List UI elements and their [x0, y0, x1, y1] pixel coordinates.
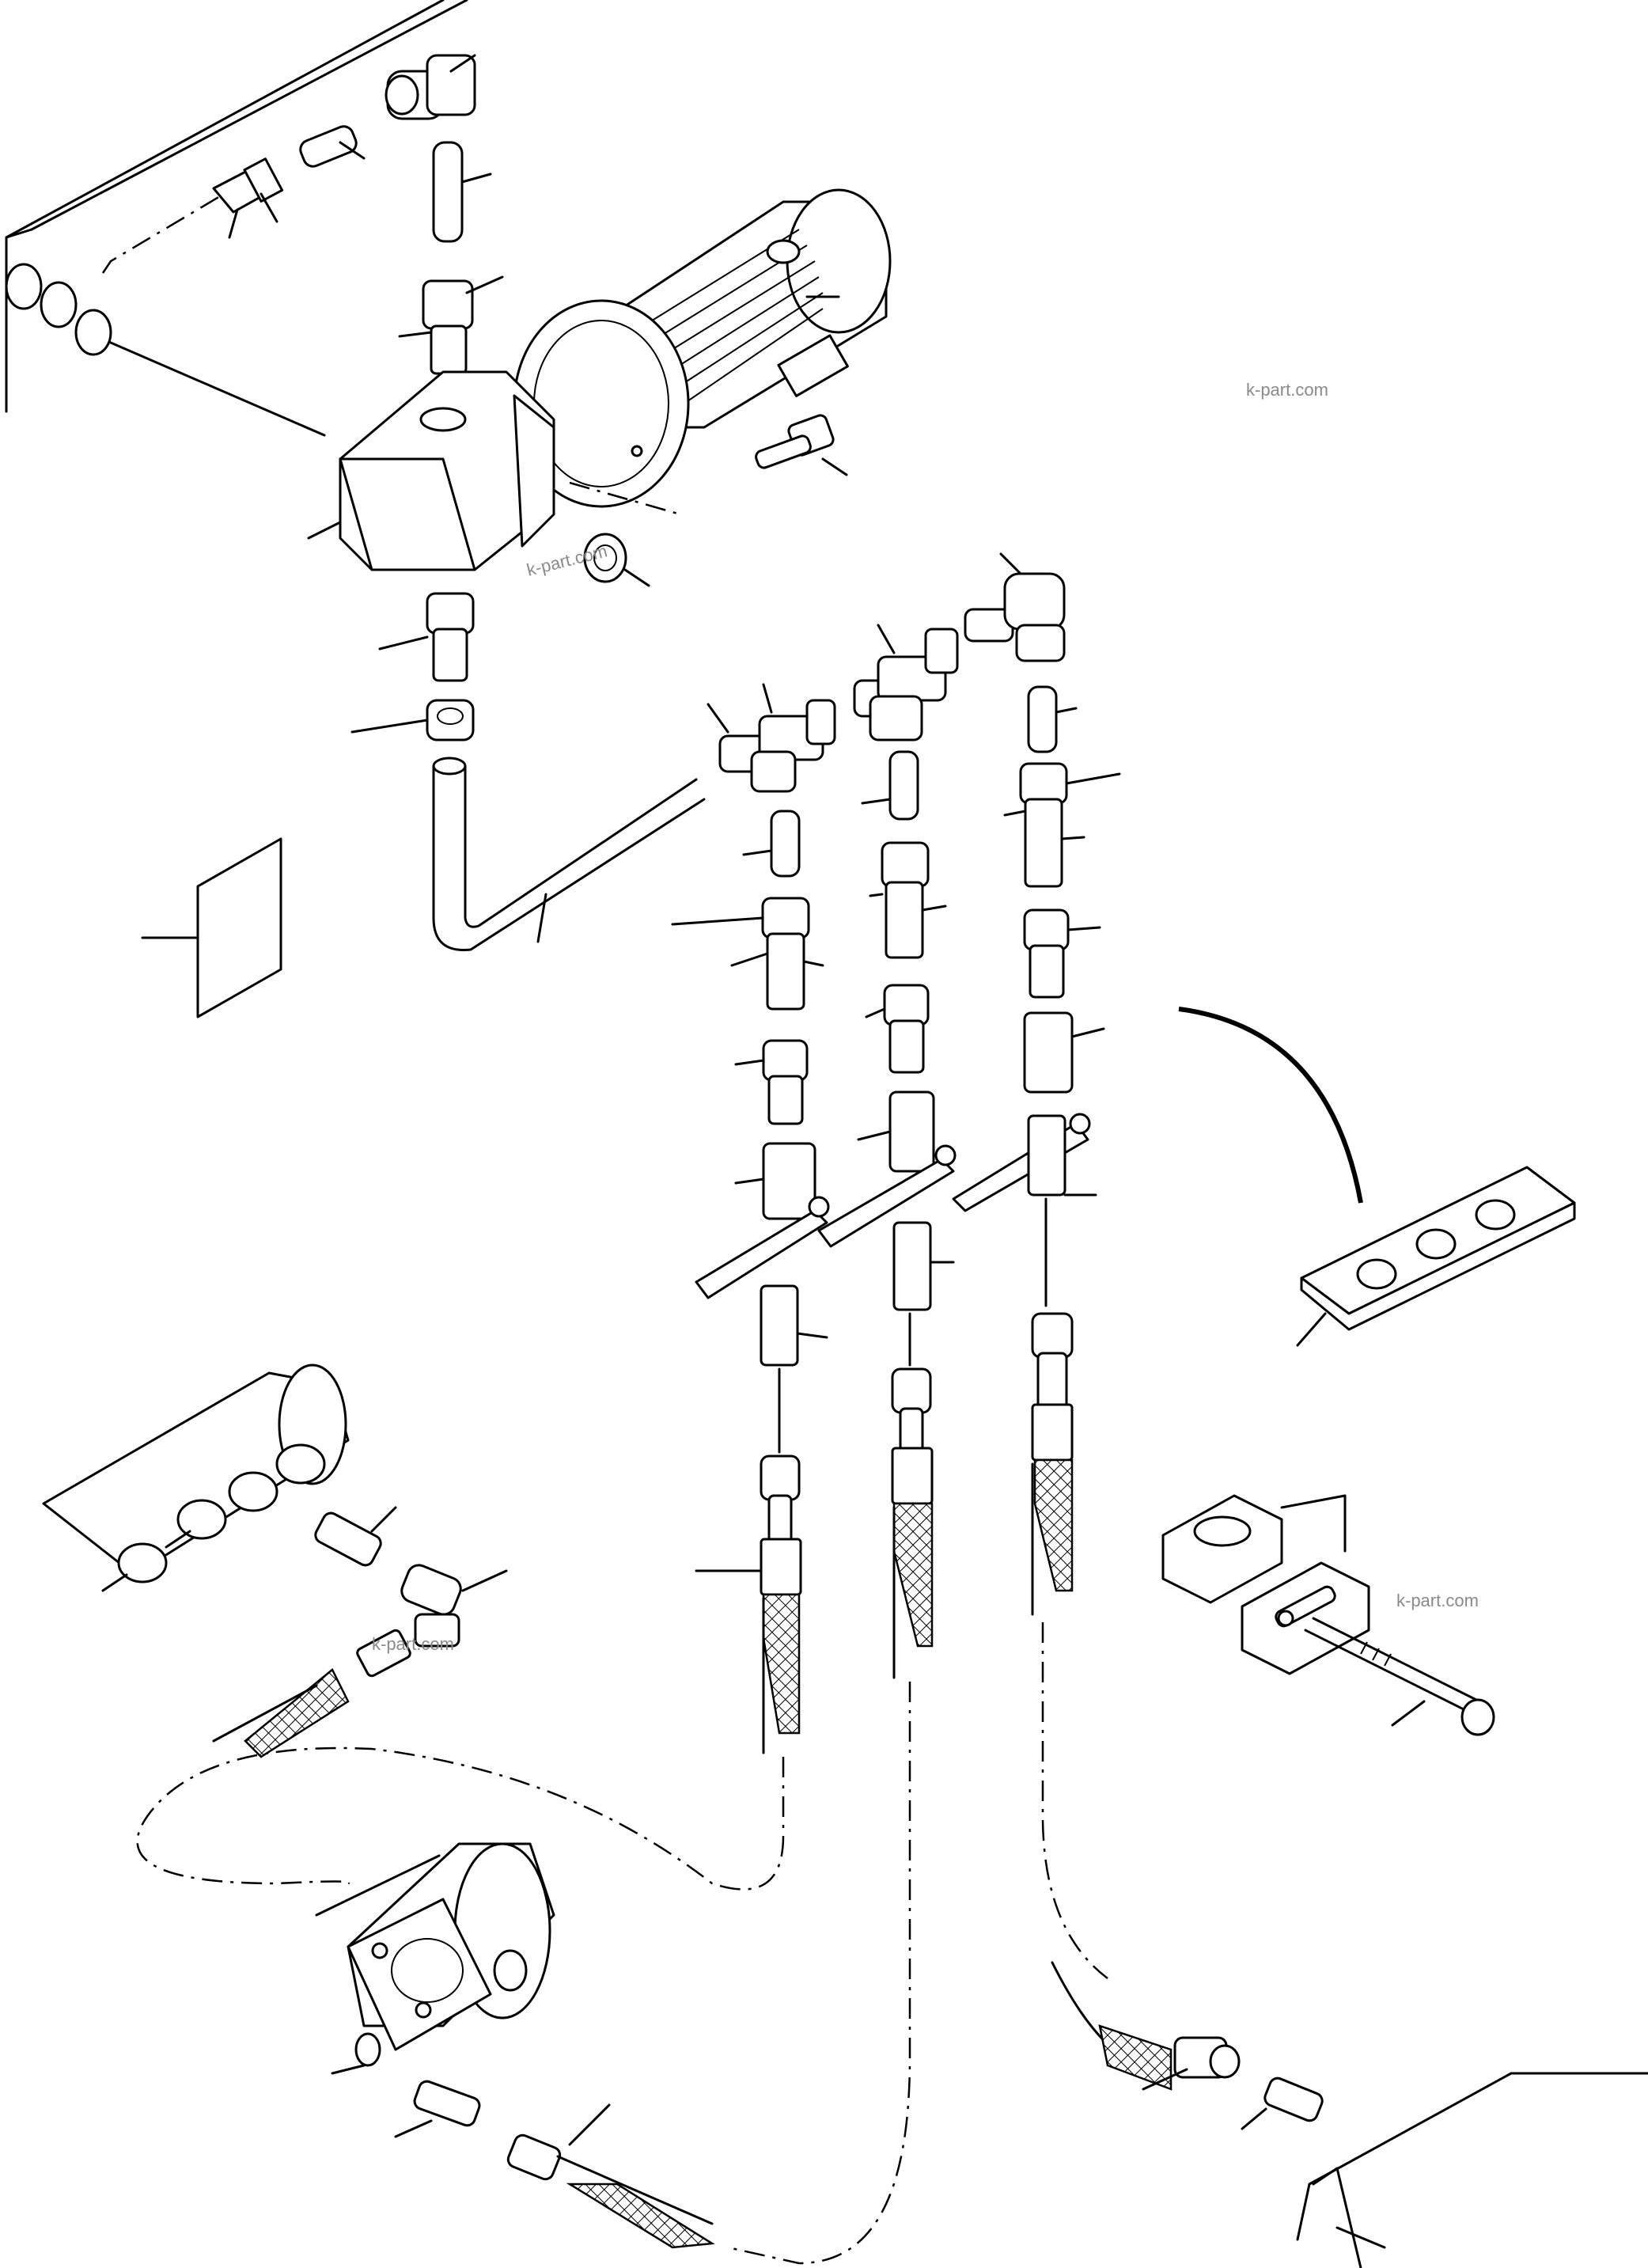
elbow-cylinder-upper	[400, 1564, 508, 1648]
connector-cylinder-upper	[314, 1506, 397, 1567]
hose-lower-right	[1051, 1961, 1241, 2091]
watermark: k-part.com	[1246, 380, 1328, 400]
hose-route-middle	[727, 1682, 911, 2265]
hose-route-right	[1041, 1622, 1108, 1979]
l-tube	[432, 757, 706, 951]
column-right-fittings	[952, 685, 1121, 1307]
connector-pump-outlet	[378, 592, 475, 682]
hose-right	[1031, 1312, 1074, 1616]
seal-lower-left	[331, 2032, 381, 2075]
tee-fitting-middle	[853, 624, 959, 741]
nut-pump	[583, 533, 650, 587]
hose-left	[695, 1454, 802, 1754]
cylinder-upper-left	[42, 1363, 350, 1592]
connector-top-pump	[398, 275, 504, 375]
tee-fitting-left	[707, 683, 836, 793]
cylinder-lower-left	[315, 1842, 555, 2051]
three-hole-plate	[1296, 1166, 1576, 1347]
tank-port-fitting	[212, 157, 284, 239]
hose-upper-left	[212, 1629, 411, 1758]
connector-lower-right	[1241, 2076, 1324, 2130]
watermark: k-part.com	[372, 1634, 454, 1654]
tube-short-top	[299, 125, 366, 168]
hose-route-left	[136, 1747, 785, 1891]
bolt-pump	[755, 414, 848, 476]
decal-plate	[141, 837, 282, 1018]
elbow-fitting-right	[964, 552, 1066, 662]
tank-frame	[5, 0, 468, 437]
pump-body	[307, 370, 681, 571]
elbow-fitting-top	[385, 54, 476, 120]
connector-lower-left	[394, 2080, 481, 2138]
hose-clamp-upper	[1161, 1494, 1347, 1604]
watermark: k-part.com	[1396, 1591, 1479, 1610]
nut-pump-outlet	[350, 699, 475, 741]
detail-arrow	[1178, 1007, 1363, 1204]
hose-middle	[891, 1367, 934, 1679]
hose-clamp-lower	[1241, 1561, 1370, 1675]
hose-lower-left	[506, 2103, 715, 2249]
column-left-fittings	[671, 810, 830, 1454]
tank-lower-right	[1296, 2072, 1648, 2268]
column-middle-fittings	[817, 750, 957, 1367]
clamp-bolt	[1304, 1617, 1495, 1736]
tube-vertical-top	[432, 141, 492, 243]
